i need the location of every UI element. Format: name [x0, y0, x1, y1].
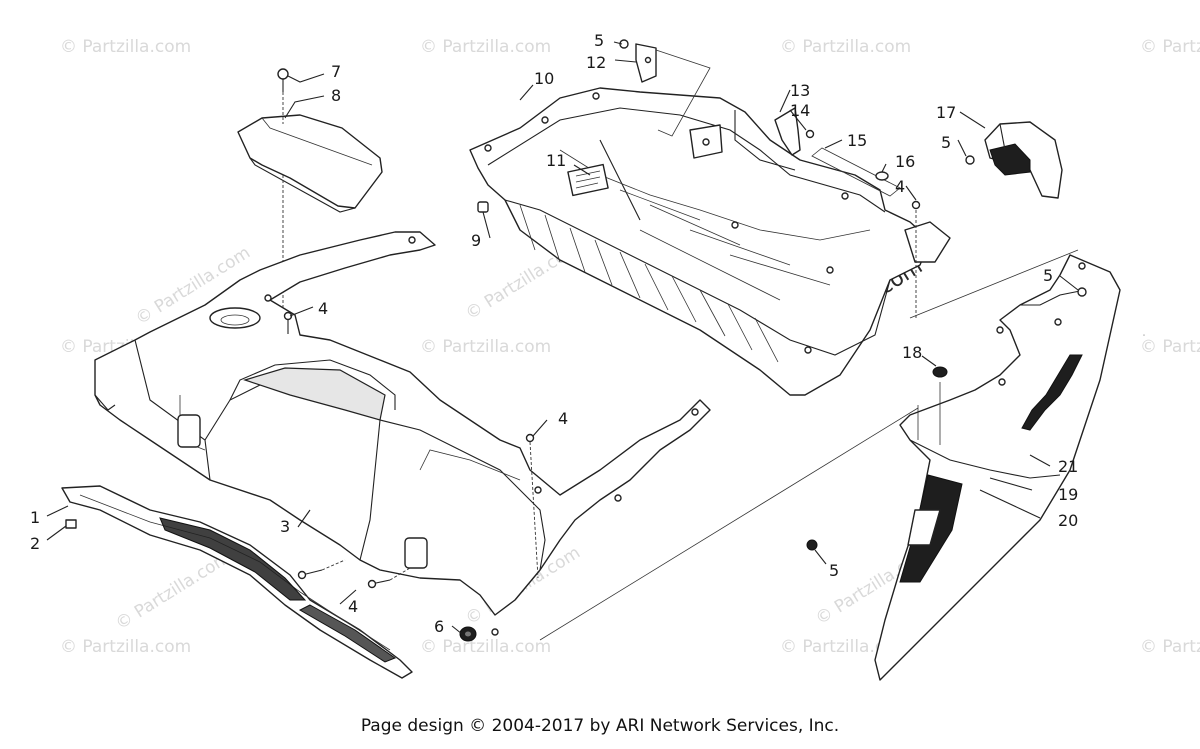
- callout-5: 5: [941, 133, 951, 152]
- callout-5: 5: [1043, 266, 1053, 285]
- callout-13: 13: [790, 81, 810, 100]
- part-1-grille: [61, 485, 413, 679]
- part-5-nut-bottom: [806, 539, 818, 551]
- callout-labels: 1 2 3 4 4 4 4 4 5 5 5 5 5 6 7 8 9 10 11 …: [30, 31, 1078, 636]
- callout-19: 19: [1058, 485, 1078, 504]
- callout-5: 5: [594, 31, 604, 50]
- callout-10: 10: [534, 69, 554, 88]
- part-8-cover: [237, 114, 383, 213]
- callout-9: 9: [471, 231, 481, 250]
- part-5-nut-light: [965, 155, 975, 165]
- callout-12: 12: [586, 53, 606, 72]
- watermark: © Partzilla.com: [1140, 337, 1200, 357]
- callout-4: 4: [558, 409, 568, 428]
- callout-4: 4: [895, 177, 905, 196]
- part-5-nut-panel: [1077, 287, 1087, 297]
- watermark: © Partzilla.com: [60, 37, 191, 57]
- callout-7: 7: [331, 62, 341, 81]
- callout-8: 8: [331, 86, 341, 105]
- callout-17: 17: [936, 103, 956, 122]
- watermark: © Partzilla.com: [60, 637, 191, 657]
- part-18-plug: [932, 366, 948, 378]
- watermark: © Partzilla.com: [112, 548, 234, 634]
- callout-1: 1: [30, 508, 40, 527]
- leader-lines: [46, 41, 1079, 635]
- part-13-handle: [774, 107, 801, 156]
- part-9-clip: [477, 201, 489, 213]
- callout-2: 2: [30, 534, 40, 553]
- callout-20: 20: [1058, 511, 1078, 530]
- part-3-rear-body: [94, 231, 711, 636]
- watermark: © Partzilla.com: [1140, 37, 1200, 57]
- callout-3: 3: [280, 517, 290, 536]
- callout-5: 5: [829, 561, 839, 580]
- watermark: © Partzilla.com: [780, 37, 911, 57]
- callout-14: 14: [790, 101, 810, 120]
- part-2-clip: [65, 519, 77, 529]
- part-14-screw: [805, 129, 815, 139]
- part-19-side-panel: [874, 254, 1145, 681]
- callout-18: 18: [902, 343, 922, 362]
- part-6-grommet: [459, 626, 477, 642]
- callout-4: 4: [318, 299, 328, 318]
- callout-6: 6: [434, 617, 444, 636]
- screws-left: [283, 311, 539, 589]
- callout-4: 4: [348, 597, 358, 616]
- part-16-washer: [875, 171, 889, 181]
- watermark: © Partzilla.com: [420, 637, 551, 657]
- part-15-strip: [811, 147, 901, 197]
- watermark: © Partzilla.com: [1140, 637, 1200, 657]
- part-10-cargo-tray: [469, 87, 951, 396]
- part-17-tail-light: [984, 121, 1063, 199]
- watermark: © Partzilla.com: [420, 337, 551, 357]
- watermark: © Partzilla.com: [420, 37, 551, 57]
- part-12-bracket: [635, 43, 711, 137]
- page-footer: Page design © 2004-2017 by ARI Network S…: [360, 716, 840, 736]
- part-7-screw: [277, 68, 289, 92]
- callout-21: 21: [1058, 457, 1078, 476]
- callout-15: 15: [847, 131, 867, 150]
- screw-tray: [911, 200, 921, 320]
- callout-16: 16: [895, 152, 915, 171]
- callout-11: 11: [546, 151, 566, 170]
